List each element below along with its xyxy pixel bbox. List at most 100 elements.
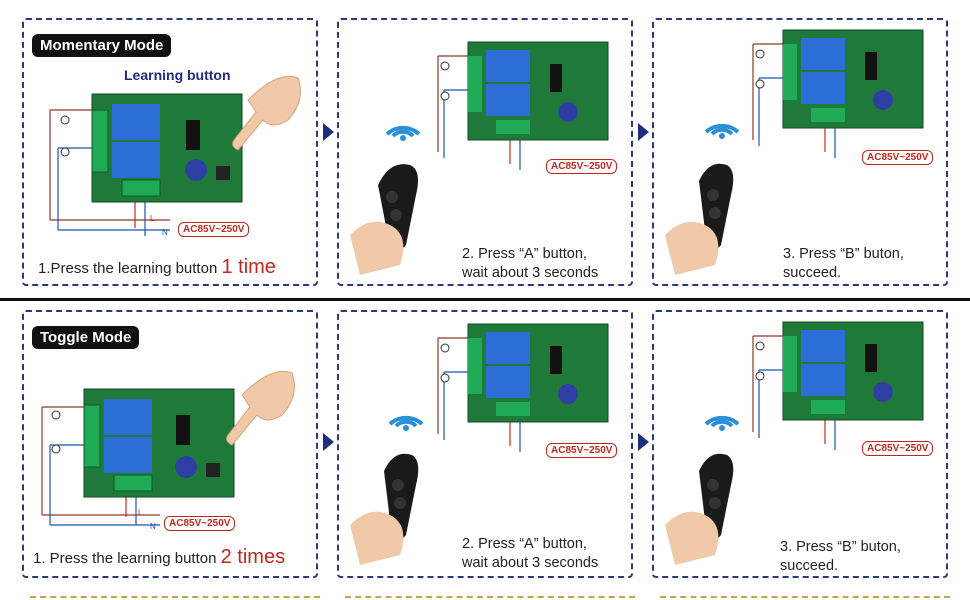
module [550,64,562,92]
relay [104,399,152,435]
step-caption: 2. Press “A” button, wait about 3 second… [462,535,598,573]
relay [801,330,845,362]
wireless-signal-icon [704,123,740,139]
step-arrow-icon [323,433,334,451]
terminal-block [91,109,109,173]
terminal-block [783,336,797,392]
terminal-block [83,404,101,468]
step-caption-line: wait about 3 seconds [462,555,599,571]
module [550,346,562,374]
learning-button-label: Learning button [124,67,231,83]
mode-title-toggle: Toggle Mode [32,326,140,349]
voltage-label: AC85V~250V [862,150,934,165]
voltage-label: AC85V~250V [862,441,934,456]
module [186,120,200,150]
lamp-icon [51,444,61,454]
step-caption-line: 3. Press “B” buton, [780,539,901,555]
terminal-block [468,338,482,394]
row-divider [0,298,970,301]
relay [486,50,530,82]
board-wiring [41,406,160,526]
terminal-block [811,400,845,414]
voltage-label: AC85V~250V [546,443,618,458]
lamp-icon [440,91,450,101]
capacitor [873,90,893,110]
wireless-signal-icon [704,415,740,431]
terminal-block [783,44,797,100]
board-wiring [437,55,521,170]
step-caption-line: wait about 3 seconds [462,265,599,281]
capacitor [185,159,207,181]
inductor [206,463,220,477]
voltage-label: AC85V~250V [178,222,250,237]
relay [112,142,160,178]
relay-board-diagram [752,29,924,158]
lamp-icon [755,79,765,89]
module [176,415,190,445]
step-caption: 2. Press “A” button, wait about 3 second… [462,245,598,283]
board-wiring [752,335,836,450]
board-wiring [49,109,170,236]
step-caption-text: 1. Press the learning button [33,550,221,567]
module [865,344,877,372]
lamp-icon [755,49,765,59]
next-row-edge [30,596,320,598]
relay [486,84,530,116]
capacitor [175,456,197,478]
step-caption-line: 3. Press “B” buton, [783,246,904,262]
step-caption: 3. Press “B” buton, succeed. [780,538,901,576]
step-caption: 1.Press the learning button 1 time [38,257,276,278]
step-caption: 1. Press the learning button 2 times [33,546,286,568]
lamp-icon [755,341,765,351]
mode-title-momentary: Momentary Mode [32,34,172,57]
relay-board-diagram [41,388,235,526]
pointing-hand-icon [226,370,295,446]
relay-board-diagram [49,93,243,236]
relay-board-diagram [437,323,609,452]
relay [104,437,152,473]
relay [486,366,530,398]
capacitor [558,384,578,404]
terminal-block [496,402,530,416]
relay [486,332,530,364]
remote-control-icon [350,453,419,565]
capacitor [873,382,893,402]
lamp-icon [60,147,70,157]
step-arrow-icon [638,123,649,141]
module [865,52,877,80]
step-arrow-icon [638,433,649,451]
step-caption-line: 2. Press “A” button, [462,246,587,262]
inductor [216,166,230,180]
voltage-label: AC85V~250V [546,159,618,174]
terminal-block [113,474,153,492]
capacitor [558,102,578,122]
wireless-signal-icon [385,125,421,141]
voltage-label: AC85V~250V [164,516,236,531]
lamp-icon [440,373,450,383]
wire-n-label: N [150,522,156,531]
step-caption: 3. Press “B” buton, succeed. [783,245,904,283]
lamp-icon [755,371,765,381]
step-caption-line: succeed. [780,558,839,574]
next-row-edge [345,596,635,598]
step-caption-highlight: 2 times [220,546,286,568]
terminal-block [811,108,845,122]
step-caption-text: 1.Press the learning button [38,260,222,277]
relay [801,72,845,104]
lamp-icon [60,115,70,125]
remote-control-icon [665,163,734,275]
lamp-icon [51,410,61,420]
pointing-hand-icon [232,75,301,151]
wire-l-label: L [138,508,143,517]
lamp-icon [440,61,450,71]
wire-l-label: L [150,214,155,223]
terminal-block [121,179,161,197]
step-arrow-icon [323,123,334,141]
wireless-signal-icon [388,415,424,431]
step-caption-line: 2. Press “A” button, [462,536,587,552]
relay-board-diagram [752,321,924,450]
lamp-icon [440,343,450,353]
remote-control-icon [350,164,418,275]
terminal-block [496,120,530,134]
relay-board-diagram [437,41,609,170]
